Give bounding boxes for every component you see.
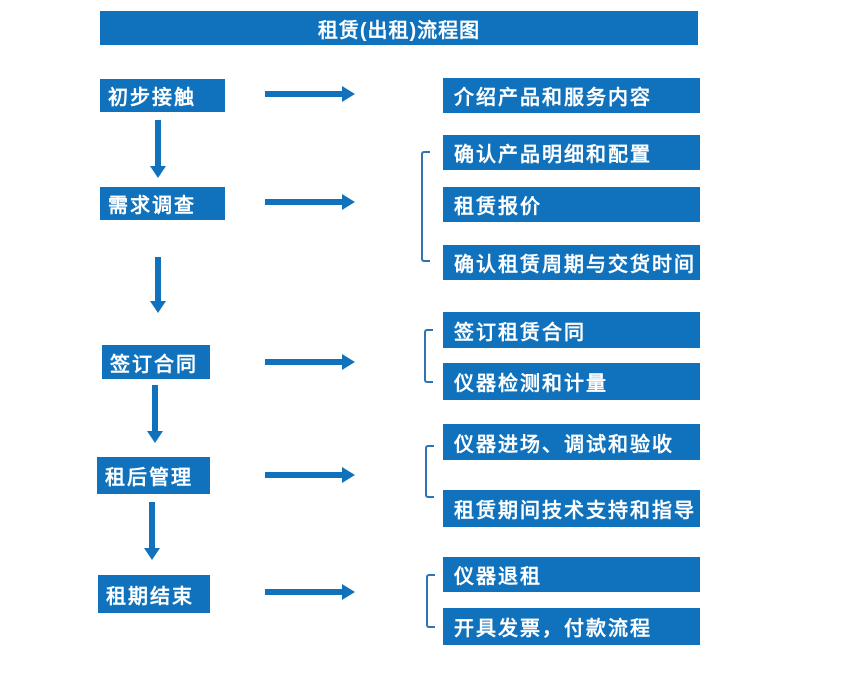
step-label: 租期结束 (106, 585, 194, 608)
down-arrow-2 (150, 257, 166, 313)
step-box-initial-contact: 初步接触 (100, 79, 225, 112)
page-title: 租赁(出租)流程图 (317, 19, 481, 42)
detail-label: 租赁期间技术支持和指导 (454, 500, 696, 522)
step-box-sign-contract: 签订合同 (102, 345, 210, 379)
arrow-head-icon (342, 584, 355, 600)
detail-box-rental-quote: 租赁报价 (443, 187, 700, 222)
detail-label: 确认产品明细和配置 (454, 144, 652, 166)
arrow-shaft (265, 472, 342, 478)
arrow-head-icon (342, 354, 355, 370)
detail-box-instrument-return: 仪器退租 (443, 557, 700, 592)
bracket-post-rental-group (425, 445, 434, 498)
detail-label: 开具发票，付款流程 (454, 618, 652, 640)
step-label: 租后管理 (105, 467, 193, 489)
step-box-rental-period-end: 租期结束 (98, 575, 210, 613)
arrow-shaft (155, 120, 161, 166)
arrow-shaft (152, 385, 158, 431)
arrow-shaft (155, 257, 161, 301)
step-label: 签订合同 (110, 353, 198, 376)
title-bar: 租赁(出租)流程图 (100, 11, 698, 45)
step-label: 需求调查 (108, 195, 196, 217)
arrow-head-icon (150, 301, 166, 313)
arrow-head-icon (147, 431, 163, 443)
arrow-shaft (265, 359, 342, 365)
arrow-shaft (265, 91, 342, 97)
arrow-shaft (149, 502, 155, 548)
detail-label: 租赁报价 (454, 196, 542, 218)
right-arrow-sign-contract (265, 354, 355, 370)
detail-label: 签订租赁合同 (454, 321, 586, 344)
detail-box-sign-rental-contract: 签订租赁合同 (443, 312, 700, 348)
down-arrow-4 (144, 502, 160, 560)
arrow-head-icon (342, 86, 355, 102)
detail-label: 介绍产品和服务内容 (454, 87, 652, 109)
down-arrow-1 (150, 120, 166, 178)
arrow-shaft (265, 589, 342, 595)
detail-label: 仪器检测和计量 (454, 373, 608, 395)
right-arrow-demand-survey (265, 194, 355, 210)
arrow-head-icon (150, 166, 166, 178)
step-box-post-rental-management: 租后管理 (97, 457, 210, 494)
bracket-rental-end-group (426, 574, 435, 628)
detail-box-instrument-testing: 仪器检测和计量 (443, 363, 700, 400)
detail-box-invoice-payment: 开具发票，付款流程 (443, 608, 700, 645)
detail-label: 仪器退租 (454, 566, 542, 588)
right-arrow-post-rental (265, 467, 355, 483)
step-box-demand-survey: 需求调查 (100, 187, 225, 220)
detail-box-confirm-product-details: 确认产品明细和配置 (443, 135, 700, 170)
detail-box-instrument-setup-acceptance: 仪器进场、调试和验收 (443, 424, 700, 460)
detail-box-confirm-period-delivery: 确认租赁周期与交货时间 (443, 245, 700, 280)
bracket-demand-group (421, 151, 430, 262)
detail-label: 确认租赁周期与交货时间 (454, 254, 696, 276)
detail-box-introduce-products: 介绍产品和服务内容 (443, 78, 700, 113)
detail-label: 仪器进场、调试和验收 (454, 433, 674, 456)
right-arrow-rental-end (265, 584, 355, 600)
step-label: 初步接触 (108, 87, 196, 109)
bracket-contract-group (424, 329, 433, 383)
detail-box-technical-support: 租赁期间技术支持和指导 (443, 490, 700, 527)
arrow-head-icon (342, 467, 355, 483)
down-arrow-3 (147, 385, 163, 443)
right-arrow-initial-contact (265, 86, 355, 102)
arrow-shaft (265, 199, 342, 205)
arrow-head-icon (342, 194, 355, 210)
arrow-head-icon (144, 548, 160, 560)
